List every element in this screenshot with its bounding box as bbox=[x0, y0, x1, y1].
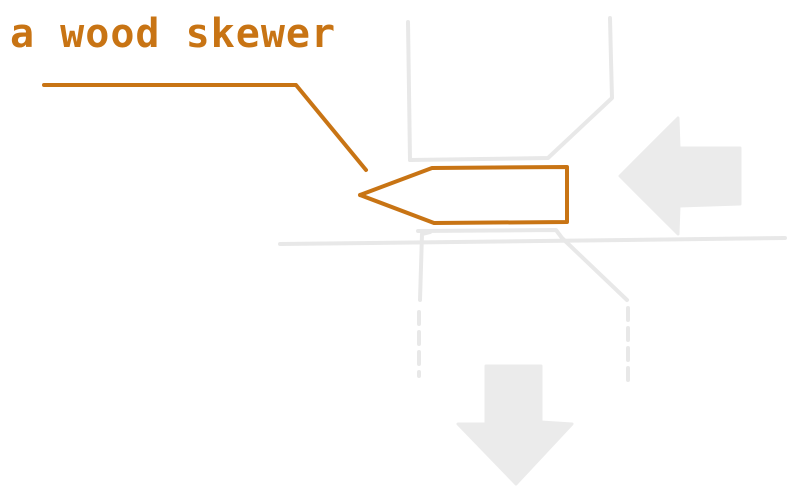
housing-left-wall bbox=[406, 20, 412, 162]
label-leader-line bbox=[42, 83, 368, 172]
skewer-label: a wood skewer bbox=[10, 11, 337, 57]
housing-outline bbox=[278, 16, 787, 386]
arrow-left-icon bbox=[618, 116, 742, 236]
lower-channel-top bbox=[416, 228, 629, 302]
housing-right-wall bbox=[408, 16, 614, 162]
arrow-down-icon bbox=[456, 364, 574, 486]
skewer-body bbox=[358, 165, 569, 225]
wood-skewer bbox=[358, 165, 569, 225]
base-line bbox=[278, 236, 787, 246]
